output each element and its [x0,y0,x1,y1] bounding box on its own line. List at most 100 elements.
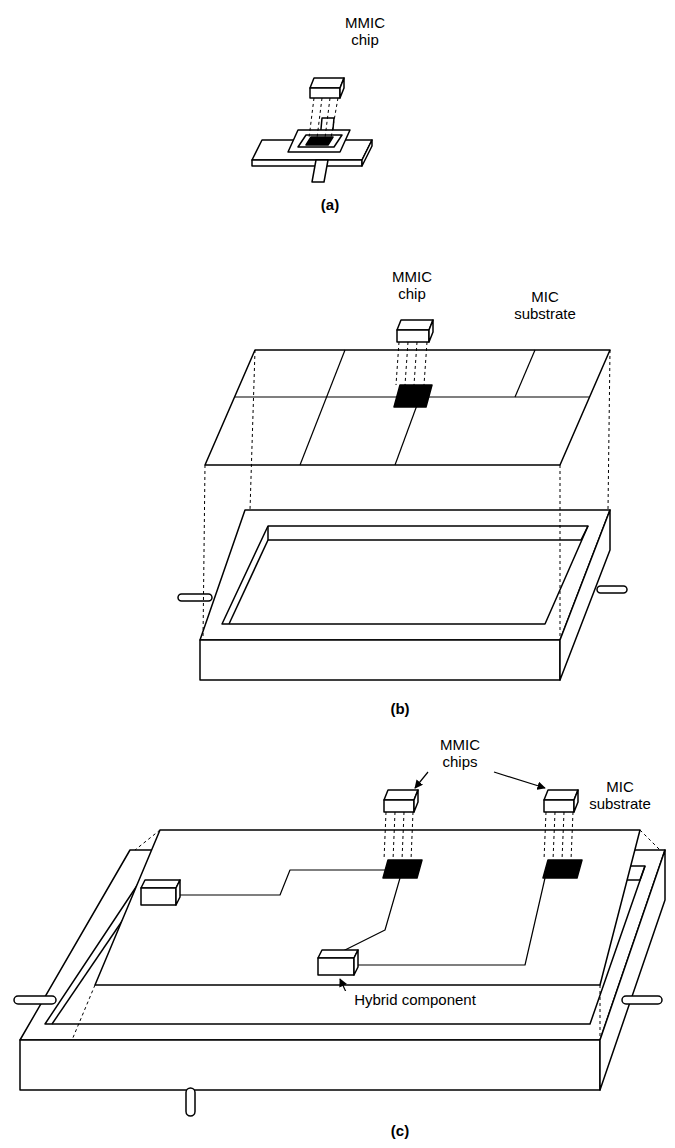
figure-label: (b) [380,700,420,717]
package-frame [298,135,342,147]
hybrid-component [318,958,354,975]
package-frame [288,130,350,152]
part-label: MMIC chip [383,268,441,302]
drop-line [411,812,413,860]
drop-line [203,465,205,640]
circuit-trace [175,870,545,965]
mmic-chip [310,78,344,88]
drop-line [72,985,95,1040]
part-label: MIC substrate [579,778,661,812]
mmic-chip [340,78,344,98]
leader-arrow [494,772,545,788]
package-pin [14,996,56,1004]
package-pin [186,1088,195,1116]
figure-label: (c) [380,1122,420,1139]
mic-substrate [95,830,640,985]
mmic-chip [384,790,578,812]
hybrid-component [141,888,176,905]
drop-line [203,342,610,640]
drop-line [393,812,395,860]
chip-pad [306,137,333,145]
drop-line [384,812,386,860]
package-pin [14,996,662,1116]
drop-line [608,350,610,510]
circuit-trace [235,350,590,465]
drop-line [135,830,160,850]
mmic-chip [544,790,578,800]
mmic-chip [429,320,433,342]
mmic-chip [414,790,418,812]
leader-arrow [415,772,428,788]
circuit-trace [515,350,535,397]
mmic-chip [397,320,433,330]
circuit-trace [355,878,545,965]
hybrid-component [141,880,358,975]
hybrid-component [176,880,180,905]
chip-pad [394,385,432,407]
circuit-trace [335,878,400,955]
chip-pad [394,385,432,407]
package-pin [178,594,212,601]
part-label: MMIC chip [336,14,394,48]
drop-line [396,342,399,385]
package-frame [288,130,350,152]
drop-line [571,812,573,860]
mmic-chip [310,88,340,98]
mmic-chip [397,330,429,342]
package-frame [200,640,560,680]
part-label: MIC substrate [504,288,586,322]
chip-pad [383,860,582,878]
circuit-trace [300,350,345,465]
drop-line [317,98,322,138]
package-pin [597,586,627,593]
package-base [362,140,372,166]
mmic-chip [384,800,414,812]
figure-label: (a) [310,196,350,213]
drop-line [325,98,330,138]
drop-line [640,830,660,850]
hybrid-component [141,880,180,888]
mmic-chip [544,800,574,812]
chip-pad [543,860,582,878]
drop-line [309,98,338,138]
drop-line [331,98,338,138]
chip-pad [383,860,422,878]
package-frame [268,526,588,540]
package-frame [229,540,268,624]
drop-line [250,350,255,510]
chip-pad [306,137,333,145]
drop-line [600,985,601,1040]
drop-line [72,812,660,1040]
mic-substrate [95,830,640,985]
package-frame [222,526,588,624]
package-base [252,160,362,166]
part-label: MMIC chips [429,736,491,770]
circuit-trace [175,870,385,895]
drop-line [405,342,408,385]
drop-line [544,812,546,860]
package-frame [20,1040,600,1090]
mmic-chip [310,78,344,98]
drop-line [562,812,564,860]
mmic-chip [384,790,418,800]
drop-line [553,812,555,860]
package-lead [312,160,328,182]
part-label: Hybrid component [343,991,487,1008]
drop-line [309,98,314,138]
drop-line [402,812,404,860]
mic-substrate [205,350,610,465]
drop-line [414,342,417,385]
hybrid-component [318,950,358,958]
package-pin [622,996,662,1004]
drop-line [560,465,561,640]
drop-line [424,342,427,385]
leader-arrow [340,772,545,992]
package-frame [200,510,610,640]
package-frame [200,510,610,680]
mic-substrate [205,350,610,465]
mmic-chip [574,790,578,812]
mmic-chip [397,320,433,342]
hybrid-component [354,950,358,975]
